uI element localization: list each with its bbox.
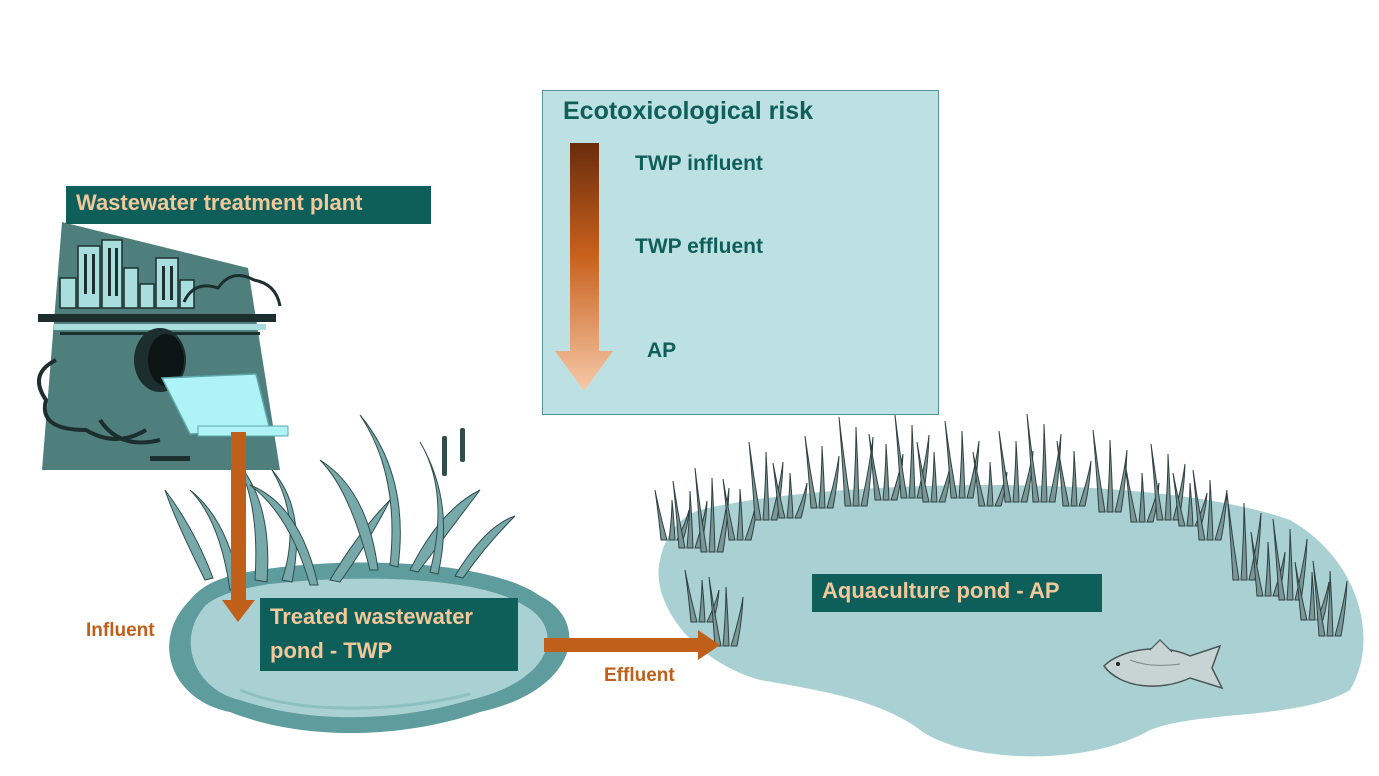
reed-icon [1124, 462, 1138, 523]
reed-icon [748, 441, 762, 521]
risk-level-ap: AP [647, 339, 677, 362]
gradient-down-arrow-icon [555, 143, 613, 391]
reed-icon [722, 586, 730, 647]
influent-label: Influent [86, 620, 155, 641]
reed-icon [1040, 423, 1048, 503]
reed-icon [772, 462, 786, 519]
twp-label-line1: Treated wastewater [270, 604, 473, 629]
reed-icon [1250, 531, 1264, 597]
ecotoxicological-risk-panel: Ecotoxicological risk TWP influent TWP e… [542, 90, 939, 415]
reed-icon [838, 416, 852, 507]
reed-icon [1312, 560, 1326, 637]
reed-icon [1106, 439, 1114, 513]
reed-icon [998, 430, 1012, 503]
reed-icon [1334, 580, 1348, 637]
reed-icon [1308, 571, 1316, 621]
reed-icon [1070, 450, 1078, 507]
effluent-flow-arrow [544, 630, 720, 660]
reed-icon [716, 487, 730, 553]
reed-icon [1294, 561, 1308, 621]
reed-icon [1164, 453, 1172, 521]
risk-panel-title: Ecotoxicological risk [563, 97, 814, 125]
reed-icon [708, 576, 722, 647]
reed-icon [762, 451, 770, 521]
reed-icon [1192, 469, 1206, 541]
wwtp-illustration-icon [36, 222, 289, 470]
reed-icon [730, 596, 744, 647]
reed-icon [1226, 492, 1240, 581]
reed-icon [1240, 502, 1248, 581]
ap-label: Aquaculture pond - AP [812, 574, 1102, 612]
risk-level-twp-influent: TWP influent [635, 152, 763, 175]
reed-icon [1048, 433, 1062, 503]
reed-icon [1056, 440, 1070, 507]
reed-icon [944, 420, 958, 499]
reed-icon [852, 426, 860, 507]
fish-icon [1103, 639, 1224, 690]
risk-level-twp-effluent: TWP effluent [635, 235, 763, 258]
reed-icon [1294, 538, 1308, 601]
reed-icon [930, 451, 938, 503]
reed-icon [1316, 581, 1330, 621]
reed-icon [1078, 460, 1092, 507]
reed-icon [736, 488, 744, 541]
reed-icon [684, 569, 698, 623]
reed-icon [708, 477, 716, 553]
reed-icon [908, 424, 916, 499]
reed-icon [1272, 518, 1286, 601]
reed-icon [972, 451, 986, 507]
reed-icon [1114, 449, 1128, 513]
reed-icon [1138, 472, 1146, 523]
reed-icon [868, 433, 882, 501]
effluent-label: Effluent [604, 665, 675, 686]
reed-icon [686, 490, 694, 549]
influent-flow-arrow [222, 432, 255, 622]
reed-icon [786, 472, 794, 519]
reed-icon [676, 509, 690, 541]
reed-icon [916, 441, 930, 503]
reed-icon [1020, 450, 1034, 503]
reed-icon [894, 414, 908, 499]
reed-icon [1150, 443, 1164, 521]
reed-icon [668, 499, 676, 541]
reed-icon [1206, 479, 1214, 541]
reed-icon [1264, 541, 1272, 597]
reed-icon [1026, 413, 1040, 503]
reed-icon [1286, 528, 1294, 601]
reed-icon [694, 467, 708, 553]
reed-icon [958, 430, 966, 499]
reed-icon [804, 435, 818, 509]
reed-icon [818, 445, 826, 509]
ap-pond-illustration [654, 413, 1364, 757]
reed-icon [722, 478, 736, 541]
reed-icon [698, 579, 706, 623]
reed-icon [1012, 440, 1020, 503]
reed-icon [1092, 429, 1106, 513]
wwtp-label: Wastewater treatment plant [66, 186, 431, 224]
reed-icon [1326, 570, 1334, 637]
reed-icon [860, 436, 874, 507]
reed-icon [882, 443, 890, 501]
reed-icon [986, 461, 994, 507]
reed-icon [1186, 482, 1194, 527]
reed-icon [672, 480, 686, 549]
reed-icon [1172, 472, 1186, 527]
reed-icon [826, 455, 840, 509]
reed-icon [1214, 489, 1228, 541]
reed-icon [654, 489, 668, 541]
twp-label: Treated wastewater pond - TWP [260, 598, 518, 671]
reed-icon [794, 482, 808, 519]
twp-label-line2: pond - TWP [270, 638, 393, 663]
